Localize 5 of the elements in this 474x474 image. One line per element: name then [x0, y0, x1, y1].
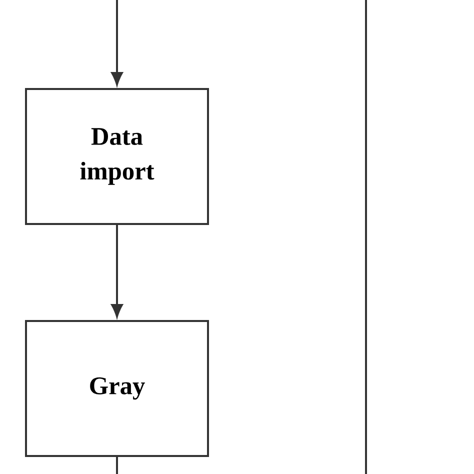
- process-box: Gray: [25, 320, 209, 457]
- arrow: [111, 225, 123, 318]
- process-box: Data import: [25, 88, 209, 225]
- arrow: [111, 0, 123, 86]
- connector-line: [116, 457, 118, 474]
